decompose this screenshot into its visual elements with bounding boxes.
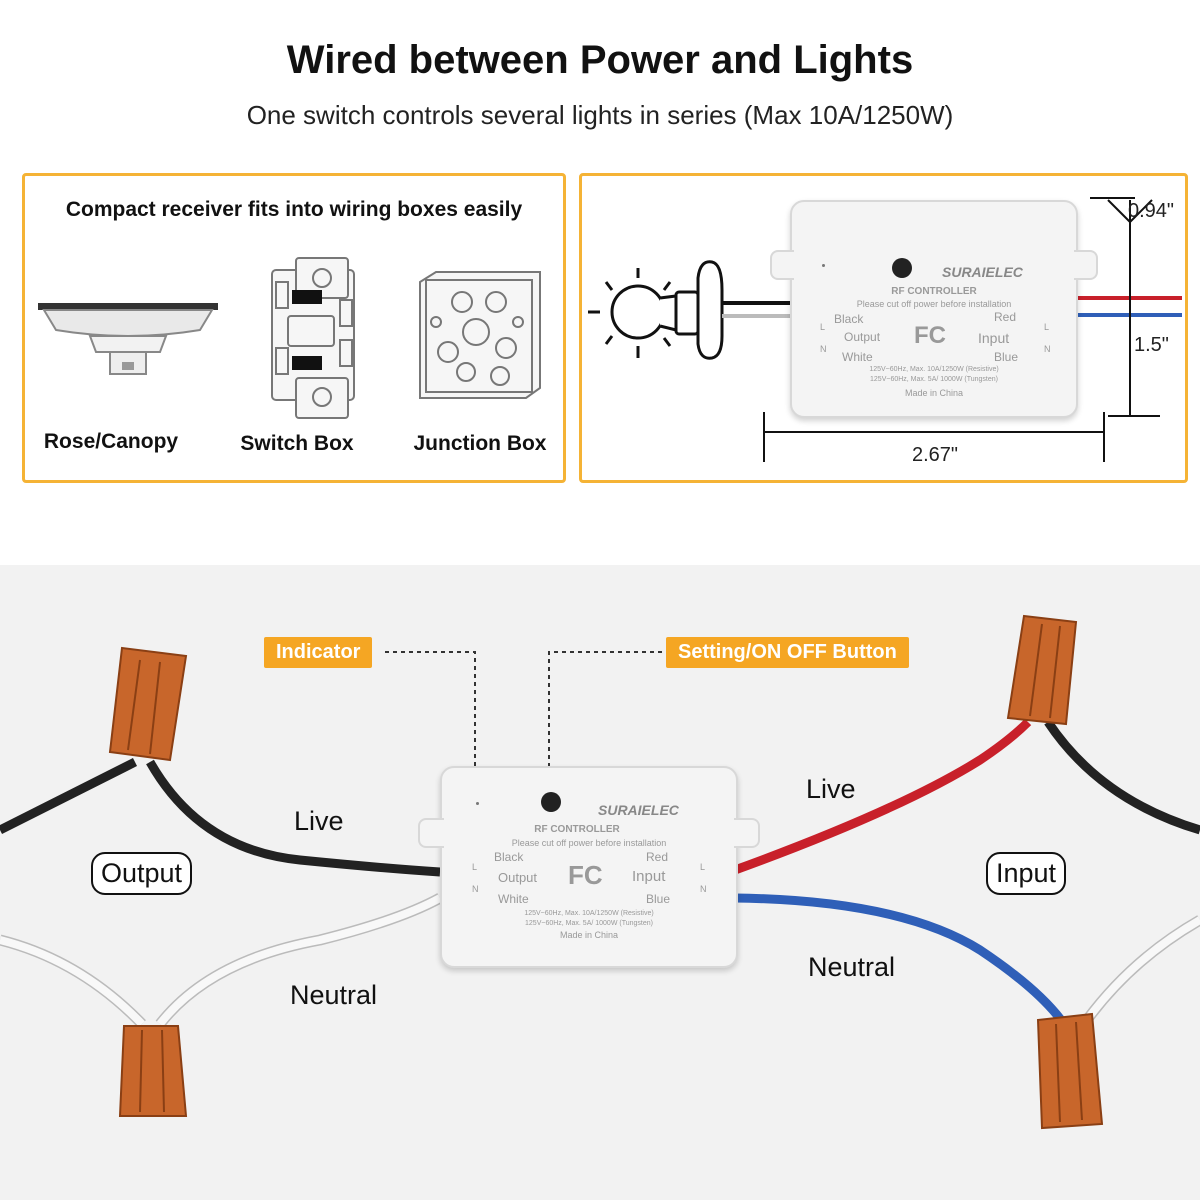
- page-title: Wired between Power and Lights: [286, 38, 914, 82]
- indicator-callout: Indicator: [264, 637, 373, 668]
- device-rating-1: 125V~60Hz, Max. 10A/1250W (Resistive): [869, 366, 999, 373]
- mounting-tab-left: [770, 250, 794, 280]
- device-warning: Please cut off power before installation: [856, 299, 1012, 309]
- device-n-right-large: N: [700, 884, 707, 894]
- wire-connector-bottom-right: [1036, 1012, 1104, 1130]
- black-wire-left-b: [146, 759, 441, 877]
- rose-canopy-label: Rose/Canopy: [43, 430, 179, 453]
- device-n-right: N: [1044, 344, 1051, 354]
- dimension-length-label: 2.67": [912, 444, 959, 466]
- white-wire-left-b: [156, 894, 442, 1027]
- device-l-right: L: [1044, 322, 1050, 332]
- wire-connector-bottom-left: [118, 1025, 188, 1117]
- device-l-right-large: L: [700, 862, 706, 872]
- device-blue-label: Blue: [994, 350, 1019, 364]
- device-model-large: RF CONTROLLER: [534, 824, 620, 835]
- mounting-tab-right: [1074, 250, 1098, 280]
- light-bulb-icon: [588, 260, 724, 360]
- live-label-left: Live: [294, 806, 344, 836]
- device-rating-2: 125V~60Hz, Max. 5A/ 1000W (Tungsten): [870, 376, 998, 383]
- setting-button-large[interactable]: [541, 792, 561, 812]
- dimension-height-label: 0.94": [1128, 200, 1175, 222]
- device-rating-2-large: 125V~60Hz, Max. 5A/ 1000W (Tungsten): [525, 920, 653, 927]
- wire-connector-top-right: [1006, 614, 1078, 726]
- rose-canopy-icon: [38, 303, 218, 375]
- fcc-logo-large: FC: [568, 860, 603, 890]
- button-callout: Setting/ON OFF Button: [666, 637, 909, 668]
- device-white-label-large: White: [498, 892, 529, 906]
- fcc-logo: FC: [914, 322, 946, 349]
- wiring-boxes-heading: Compact receiver fits into wiring boxes …: [65, 198, 523, 221]
- page-subtitle: One switch controls several lights in se…: [246, 100, 954, 130]
- device-made-in-large: Made in China: [559, 930, 619, 940]
- switch-box-label: Switch Box: [240, 432, 354, 455]
- input-label: Input: [986, 852, 1067, 895]
- mounting-tab-right-large: [734, 818, 760, 848]
- setting-button[interactable]: [892, 258, 912, 278]
- junction-box-icon: [419, 271, 541, 399]
- device-model: RF CONTROLLER: [891, 286, 977, 297]
- device-red-label-large: Red: [646, 850, 669, 864]
- neutral-label-right: Neutral: [808, 952, 896, 982]
- indicator-led: [822, 264, 825, 267]
- receiver-device-large: SURAIELEC RF CONTROLLER Please cut off p…: [418, 766, 760, 968]
- device-l-left: L: [820, 322, 826, 332]
- mounting-tab-left-large: [418, 818, 444, 848]
- device-black-label-large: Black: [494, 850, 524, 864]
- device-white-label: White: [842, 350, 873, 364]
- device-blue-label-large: Blue: [646, 892, 671, 906]
- device-n-left-large: N: [472, 884, 479, 894]
- black-wire-left-a: [0, 757, 138, 835]
- dimension-width-label: 1.5": [1134, 334, 1169, 356]
- device-made-in: Made in China: [904, 388, 964, 398]
- neutral-label-left: Neutral: [290, 980, 378, 1010]
- device-output-label-large: Output: [498, 870, 538, 885]
- wire-connector-top-left: [108, 646, 188, 762]
- device-n-left: N: [820, 344, 827, 354]
- device-black-label: Black: [834, 312, 864, 326]
- device-brand-large: SURAIELEC: [598, 802, 679, 818]
- switch-box-icon: [271, 257, 355, 419]
- device-output-label: Output: [844, 330, 881, 344]
- junction-box-label: Junction Box: [413, 432, 547, 455]
- red-wire: [733, 718, 1032, 875]
- blue-wire: [734, 893, 1068, 1027]
- device-red-label: Red: [994, 310, 1017, 324]
- device-input-label: Input: [978, 330, 1010, 346]
- device-brand: SURAIELEC: [942, 264, 1023, 280]
- receiver-device-small: SURAIELEC RF CONTROLLER Please cut off p…: [770, 200, 1098, 418]
- output-label: Output: [91, 852, 193, 895]
- black-wire-right: [1044, 719, 1200, 835]
- device-rating-1-large: 125V~60Hz, Max. 10A/1250W (Resistive): [524, 910, 654, 917]
- device-warning-large: Please cut off power before installation: [511, 838, 667, 848]
- white-wire-right: [1080, 916, 1200, 1027]
- white-wire-left-a: [0, 936, 145, 1027]
- device-l-left-large: L: [472, 862, 478, 872]
- indicator-led-large: [476, 802, 479, 805]
- live-label-right: Live: [806, 774, 856, 804]
- device-input-label-large: Input: [632, 868, 666, 885]
